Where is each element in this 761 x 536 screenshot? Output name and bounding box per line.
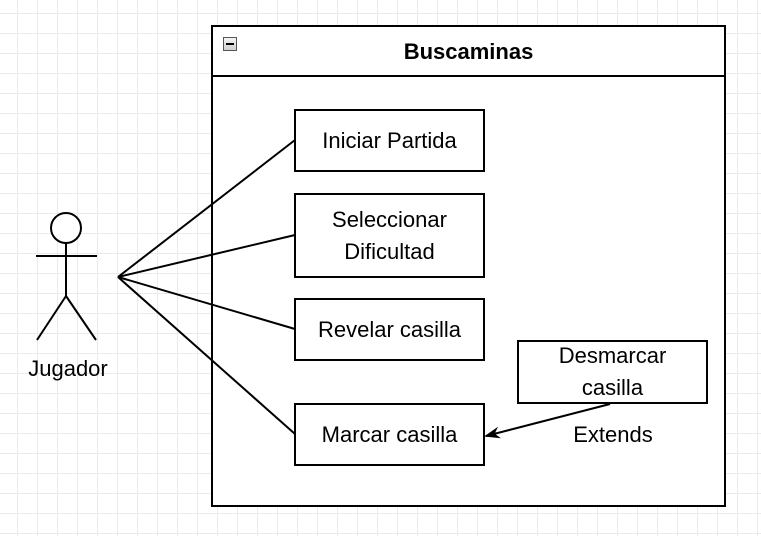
usecase-label: Revelar casilla [317,316,462,342]
usecase-label: Iniciar Partida [322,127,457,153]
usecase-marcar-casilla[interactable]: Marcar casilla [294,403,485,466]
system-title: Buscaminas [403,39,534,64]
usecase-label: Seleccionar Dificultad [332,206,447,264]
usecase-iniciar-partida[interactable]: Iniciar Partida [294,109,485,172]
system-boundary-header: Buscaminas [213,27,724,77]
actor-label: Jugador [28,356,108,381]
usecase-desmarcar-casilla[interactable]: Desmarcar casilla [517,340,708,404]
usecase-revelar-casilla[interactable]: Revelar casilla [294,298,485,361]
usecase-label: Desmarcar casilla [558,343,667,400]
usecase-seleccionar-dificultad[interactable]: Seleccionar Dificultad [294,193,485,278]
usecase-label: Marcar casilla [321,421,458,447]
collapse-icon[interactable] [223,37,237,51]
extends-label: Extends [573,422,653,447]
